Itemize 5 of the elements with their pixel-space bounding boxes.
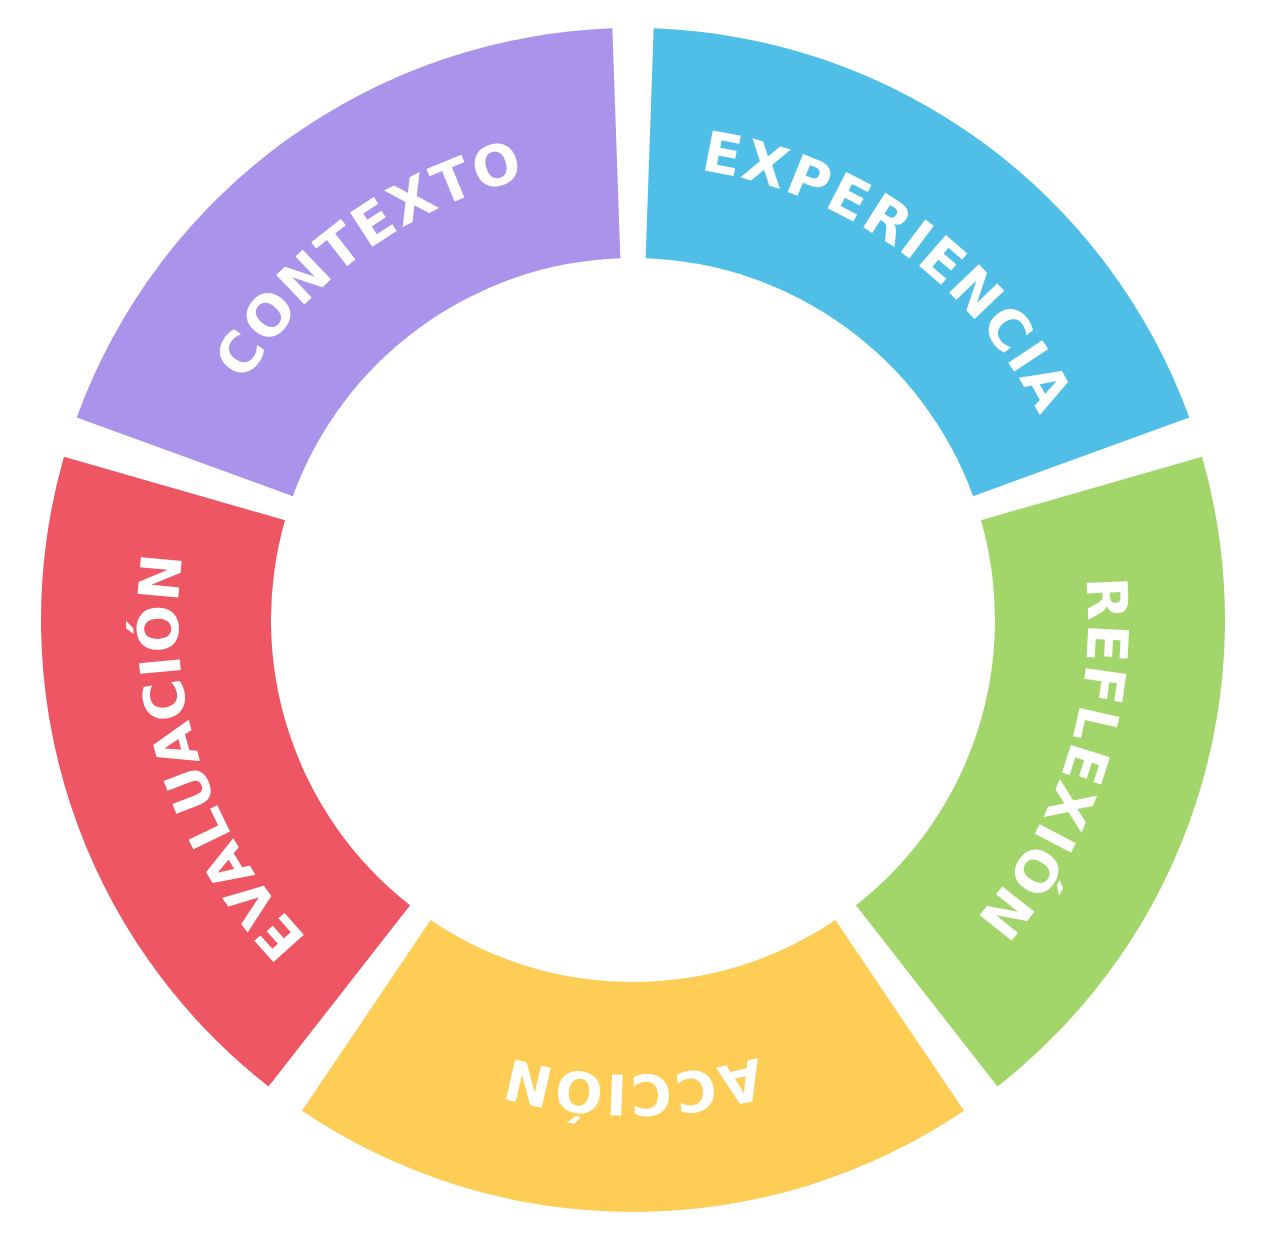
segment-label: ACCIÓN <box>496 1045 770 1128</box>
ring-segment <box>855 456 1225 1087</box>
ring-segment <box>41 456 411 1087</box>
ring-segment <box>645 28 1190 497</box>
ring-segment <box>76 28 621 497</box>
